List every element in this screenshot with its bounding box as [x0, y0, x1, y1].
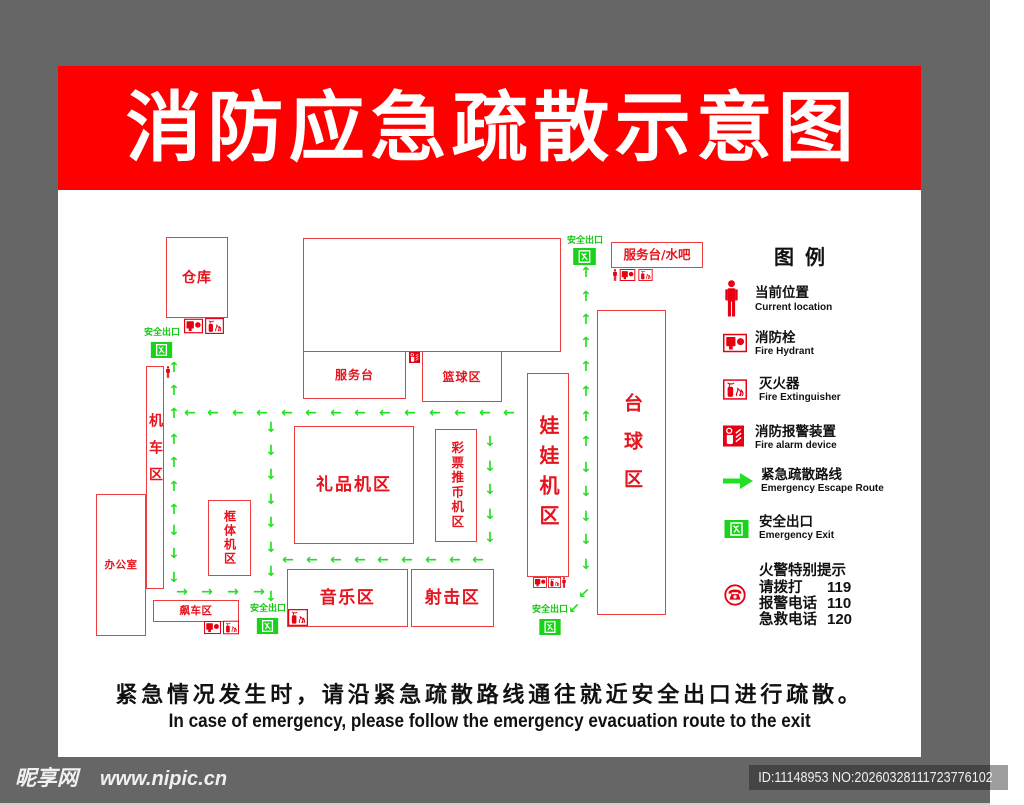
room-label: 飙车区 [179, 604, 213, 617]
room-label: 彩票推币机区 [449, 441, 465, 530]
fire-extinguisher-icon [288, 609, 308, 626]
exit-sign-icon [724, 520, 749, 538]
legend-label-en: Fire Hydrant [755, 346, 814, 357]
notice-chinese: 紧急情况发生时，请沿紧急疏散路线通往就近安全出口进行疏散。 [115, 683, 864, 708]
hotline-label: 报警电话 [759, 596, 817, 612]
page-title: 消防应急疏散示意图 [125, 83, 860, 172]
room-label: 办公室 [104, 558, 138, 571]
fire-hydrant-icon [723, 333, 747, 353]
room-warehouse: 仓库 [166, 237, 228, 318]
fire-alarm-icon [723, 425, 744, 447]
room-label: 台球区 [621, 393, 643, 507]
notice-english-wrap: In case of emergency, please follow the … [58, 711, 921, 733]
room-label: 框体机区 [222, 510, 237, 566]
fire-hydrant-icon [184, 318, 203, 334]
fire-extinguisher-icon [548, 577, 561, 588]
room-lottery-coin-pusher-zone: 彩票推币机区 [435, 429, 477, 542]
room-basketball-zone: 篮球区 [422, 351, 502, 402]
exit-sign-icon [538, 619, 562, 635]
legend-label-zh: 当前位置 [755, 285, 809, 301]
hotline-number: 120 [827, 611, 853, 628]
room-main-hall [303, 238, 561, 352]
legend-label-en: Fire Extinguisher [759, 392, 841, 403]
room-claw-machine-zone: 娃娃机区 [527, 373, 569, 577]
room-label: 服务台/水吧 [623, 246, 691, 262]
room-label: 射击区 [424, 587, 481, 608]
escape-arrow-icon [723, 473, 753, 489]
hotline-label: 请拨打 [759, 580, 803, 596]
watermark-site: www.nipic.cn [100, 768, 228, 790]
fire-hydrant-icon [533, 577, 547, 588]
hotline-number: 110 [827, 595, 852, 612]
room-label: 娃娃机区 [536, 415, 560, 535]
fire-extinguisher-icon [723, 379, 747, 400]
legend-label-en: Emergency Escape Route [761, 483, 884, 494]
room-label: 机车区 [147, 413, 163, 494]
legend-label-en: Current location [755, 302, 833, 313]
exit-sign-icon [573, 248, 596, 265]
telephone-icon [723, 584, 747, 606]
room-label: 音乐区 [319, 587, 376, 608]
legend-label-en: Fire alarm device [755, 440, 837, 451]
exit-sign-icon [150, 342, 173, 358]
fire-hydrant-icon [619, 269, 636, 281]
fire-extinguisher-icon [205, 318, 224, 334]
person-icon [166, 366, 170, 378]
person-icon [613, 269, 617, 281]
room-service-desk: 服务台 [303, 351, 406, 399]
exit-label: 安全出口 [566, 236, 603, 246]
sign-header: 消防应急疏散示意图 [58, 66, 921, 190]
legend-label-zh: 灭火器 [759, 376, 800, 392]
watermark-brand: 昵享网 [15, 766, 78, 790]
legend-label-zh: 消防栓 [755, 330, 796, 346]
legend-title: 图 例 [774, 245, 827, 269]
legend-label-zh: 紧急疏散路线 [761, 467, 842, 483]
room-service-desk-bar: 服务台/水吧 [611, 242, 703, 268]
room-gift-machine-zone: 礼品机区 [294, 426, 414, 544]
fire-alarm-icon [409, 352, 420, 363]
frame-bottom-edge [0, 803, 990, 805]
watermark-id: ID:11148953 NO:20260328111723776102 [758, 769, 993, 786]
fire-extinguisher-icon [638, 269, 653, 281]
exit-label: 安全出口 [143, 328, 180, 338]
room-label: 礼品机区 [316, 474, 392, 495]
fire-hydrant-icon [204, 620, 221, 635]
hotline-title: 火警特别提示 [759, 563, 846, 579]
hotline-number: 119 [827, 579, 852, 596]
hotline-label: 急救电话 [759, 612, 817, 628]
room-music-zone: 音乐区 [287, 569, 408, 627]
room-label: 仓库 [182, 269, 212, 286]
watermark-id-box: ID:11148953 NO:20260328111723776102 [749, 765, 1008, 790]
person-icon [725, 280, 738, 317]
notice-english: In case of emergency, please follow the … [168, 711, 811, 732]
legend-label-zh: 消防报警装置 [755, 424, 836, 440]
room-shooting-zone: 射击区 [411, 569, 494, 627]
legend-label-zh: 安全出口 [759, 514, 813, 530]
room-billiards-zone: 台球区 [597, 310, 666, 615]
person-icon [562, 577, 566, 588]
room-racing-zone: 飙车区 [153, 600, 239, 622]
room-label: 服务台 [334, 368, 374, 382]
room-cabinet-machine-zone: 框体机区 [208, 500, 251, 576]
exit-label: 安全出口 [531, 605, 568, 615]
exit-sign-icon [256, 618, 279, 634]
fire-extinguisher-icon [223, 620, 239, 635]
room-office: 办公室 [96, 494, 146, 636]
room-label: 篮球区 [442, 369, 482, 384]
legend-label-en: Emergency Exit [759, 530, 835, 541]
room-locomotive-zone: 机车区 [146, 366, 164, 589]
exit-label: 安全出口 [249, 604, 286, 614]
